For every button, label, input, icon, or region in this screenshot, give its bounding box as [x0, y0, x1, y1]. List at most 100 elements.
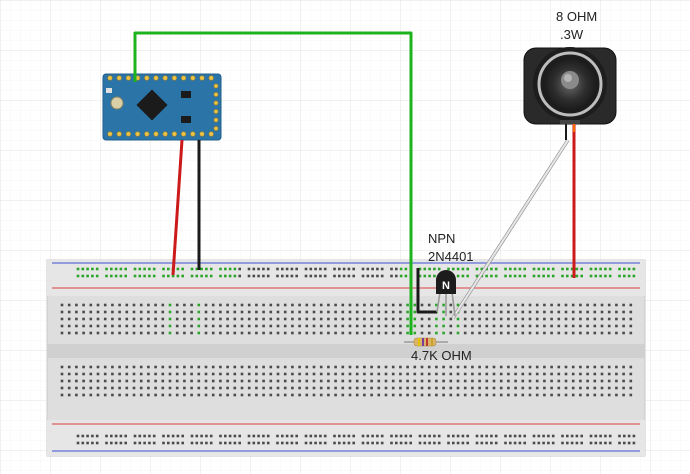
breadboard-hole: [161, 317, 165, 321]
breadboard-hole: [589, 267, 593, 271]
breadboard-hole: [384, 303, 388, 307]
breadboard-hole: [456, 331, 460, 335]
breadboard-hole: [490, 267, 493, 271]
breadboard-hole: [607, 331, 611, 335]
breadboard-hole: [504, 441, 507, 445]
breadboard-hole: [492, 393, 496, 397]
breadboard-hole: [75, 324, 78, 328]
breadboard-hole: [148, 267, 151, 271]
breadboard-hole: [399, 365, 402, 369]
breadboard-hole: [91, 434, 94, 438]
breadboard-hole: [298, 372, 301, 376]
microcontroller-chip: [136, 89, 168, 121]
breadboard-hole: [75, 379, 78, 383]
breadboard-hole: [233, 365, 237, 369]
breadboard-hole: [589, 274, 593, 278]
breadboard-hole: [542, 274, 545, 278]
breadboard-hole: [366, 274, 370, 278]
breadboard-hole: [233, 386, 237, 390]
breadboard-hole: [255, 324, 258, 328]
breadboard-hole: [132, 386, 136, 390]
breadboard-hole: [449, 365, 453, 369]
breadboard-hole: [118, 365, 121, 369]
breadboard-hole: [384, 386, 388, 390]
breadboard-hole: [333, 434, 336, 438]
breadboard-hole: [276, 393, 280, 397]
arduino-pin: [162, 75, 168, 81]
breadboard-hole: [132, 393, 136, 397]
breadboard-hole: [181, 434, 184, 438]
breadboard-hole: [521, 386, 525, 390]
breadboard-hole: [247, 310, 251, 314]
breadboard-hole: [75, 372, 78, 376]
breadboard-hole: [276, 324, 280, 328]
breadboard-hole: [138, 274, 142, 278]
breadboard-hole: [600, 310, 604, 314]
breadboard-hole: [471, 365, 474, 369]
breadboard-hole: [447, 434, 450, 438]
breadboard-hole: [175, 303, 179, 307]
arduino-pin: [144, 75, 150, 81]
arduino-pin: [144, 131, 150, 137]
breadboard-hole: [124, 441, 127, 445]
breadboard-hole: [528, 379, 532, 383]
breadboard-hole: [200, 434, 203, 438]
breadboard-hole: [509, 434, 512, 438]
breadboard-hole: [197, 324, 201, 328]
breadboard-hole: [452, 434, 455, 438]
breadboard-hole: [171, 434, 175, 438]
breadboard-hole: [327, 303, 330, 307]
breadboard-hole: [154, 310, 157, 314]
breadboard-hole: [370, 393, 373, 397]
breadboard-hole: [607, 379, 611, 383]
breadboard-hole: [257, 267, 260, 271]
breadboard-hole: [399, 274, 403, 278]
breadboard-hole: [327, 310, 330, 314]
breadboard-hole: [507, 386, 510, 390]
breadboard-hole: [91, 274, 94, 278]
breadboard-hole: [377, 324, 381, 328]
breadboard-hole: [504, 267, 507, 271]
breadboard-hole: [197, 393, 201, 397]
breadboard-hole: [518, 441, 522, 445]
breadboard-hole: [632, 434, 636, 438]
breadboard-hole: [622, 379, 625, 383]
breadboard-hole: [154, 365, 157, 369]
bottom-rail-area: [47, 420, 645, 456]
breadboard-hole: [233, 379, 237, 383]
breadboard-hole: [285, 274, 289, 278]
breadboard-hole: [377, 365, 381, 369]
breadboard-hole: [463, 310, 467, 314]
breadboard-hole: [384, 324, 388, 328]
breadboard-hole: [376, 434, 379, 438]
breadboard-hole: [594, 274, 598, 278]
breadboard-hole: [305, 386, 309, 390]
breadboard-hole: [371, 441, 374, 445]
breadboard-hole: [420, 393, 424, 397]
breadboard-hole: [291, 386, 294, 390]
breadboard-hole: [305, 372, 309, 376]
breadboard-hole: [361, 267, 365, 271]
breadboard-hole: [162, 434, 165, 438]
breadboard-hole: [276, 379, 280, 383]
breadboard-hole: [507, 379, 510, 383]
breadboard-hole: [449, 324, 453, 328]
breadboard-hole: [494, 274, 498, 278]
breadboard-hole: [190, 386, 193, 390]
breadboard-hole: [599, 274, 602, 278]
breadboard-hole: [195, 267, 199, 271]
speaker-wire: [452, 139, 569, 319]
breadboard-hole: [269, 317, 273, 321]
breadboard-hole: [341, 393, 345, 397]
breadboard-hole: [571, 310, 575, 314]
breadboard-hole: [341, 379, 345, 383]
breadboard-hole: [190, 274, 194, 278]
breadboard-hole: [219, 441, 222, 445]
breadboard-hole: [319, 267, 322, 271]
breadboard-hole: [521, 379, 525, 383]
speaker-ring: [537, 51, 603, 117]
breadboard-hole: [406, 393, 409, 397]
breadboard-hole: [341, 324, 345, 328]
breadboard-hole: [111, 310, 114, 314]
breadboard-hole: [433, 267, 436, 271]
